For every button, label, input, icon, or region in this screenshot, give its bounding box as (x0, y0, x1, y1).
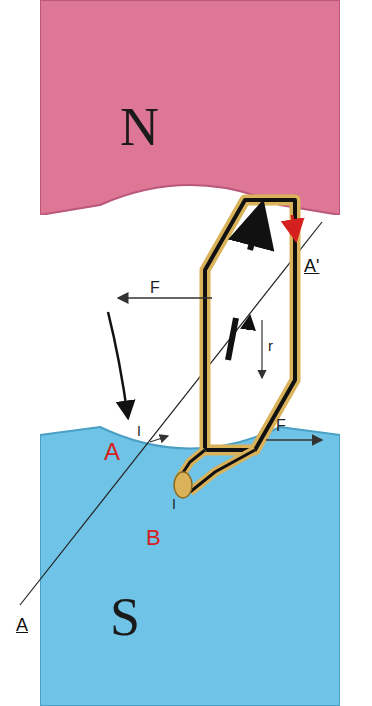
force-label: F (276, 418, 286, 434)
north-magnet: N (40, 0, 340, 215)
pole-letter: S (110, 590, 140, 644)
pole-letter: N (120, 100, 159, 154)
axis-label: A' (304, 257, 319, 275)
force-label: F (150, 280, 160, 296)
magnet-shape (40, 0, 340, 215)
radius-label: r (268, 338, 273, 353)
axis-label: A (16, 616, 28, 634)
terminal-label: A (104, 440, 120, 464)
current-label: I (172, 497, 176, 511)
current-label: I (137, 424, 141, 438)
terminal-label: B (146, 527, 161, 549)
